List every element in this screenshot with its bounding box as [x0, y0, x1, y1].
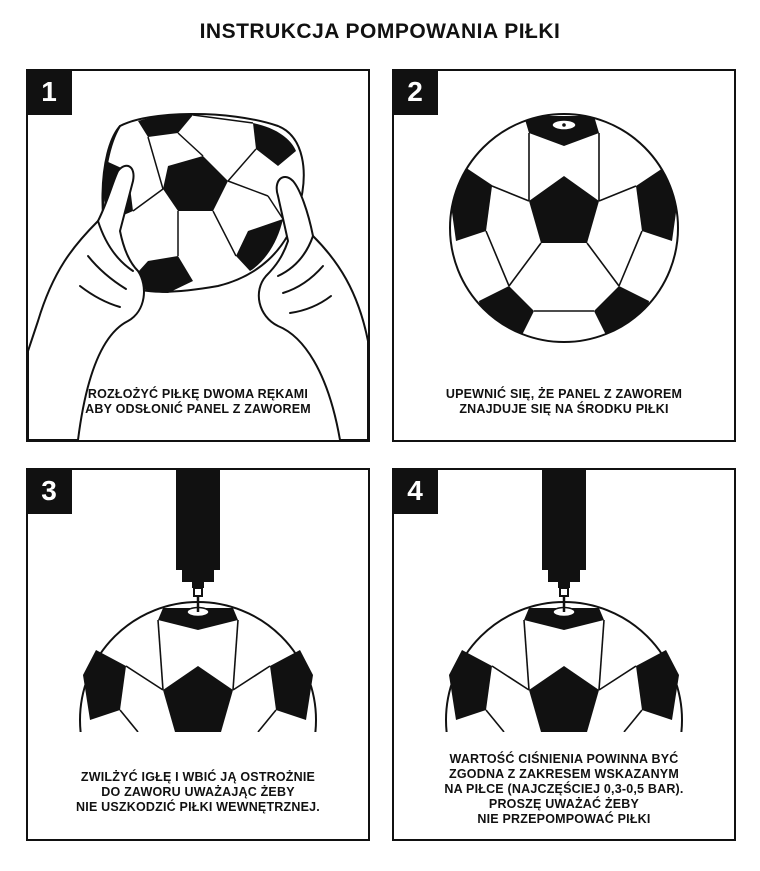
step-3-panel: 3 ZWILŻYĆ IGŁĘ I WBIĆ JĄ OSTROŻNIE DO ZA… — [26, 468, 370, 841]
caption-line: DO ZAWORU UWAŻAJĄC ŻEBY — [101, 785, 295, 799]
pump-inflating-ball-icon — [445, 470, 683, 732]
step-1-caption: ROZŁOŻYĆ PIŁKĘ DWOMA RĘKAMI ABY ODSŁONIĆ… — [28, 387, 368, 417]
hands-holding-ball-icon — [28, 113, 368, 440]
pump-needle-into-ball-icon — [79, 470, 317, 732]
soccer-ball-valve-icon — [449, 113, 679, 343]
caption-line: ZGODNA Z ZAKRESEM WSKAZANYM — [449, 767, 679, 781]
caption-line: NIE PRZEPOMPOWAĆ PIŁKI — [477, 812, 651, 826]
step-number-1: 1 — [28, 71, 72, 115]
caption-line: WARTOŚĆ CIŚNIENIA POWINNA BYĆ — [449, 752, 679, 766]
step-4-panel: 4 WARTOŚĆ CIŚNIENIA POWINNA BYĆ ZGODNA Z… — [392, 468, 736, 841]
step-number-2: 2 — [394, 71, 438, 115]
caption-line: ABY ODSŁONIĆ PANEL Z ZAWOREM — [85, 402, 311, 416]
caption-line: ROZŁOŻYĆ PIŁKĘ DWOMA RĘKAMI — [87, 387, 309, 401]
step-number-4: 4 — [394, 470, 438, 514]
caption-line: UPEWNIĆ SIĘ, ŻE PANEL Z ZAWOREM — [445, 387, 683, 401]
step-3-caption: ZWILŻYĆ IGŁĘ I WBIĆ JĄ OSTROŻNIE DO ZAWO… — [28, 770, 368, 815]
step-2-panel: 2 UPEWNIĆ SIĘ, ŻE PANEL Z ZAWOREM ZNAJDU… — [392, 69, 736, 442]
caption-line: PROSZĘ UWAŻAĆ ŻEBY — [488, 797, 640, 811]
step-number-3: 3 — [28, 470, 72, 514]
caption-line: ZNAJDUJE SIĘ NA ŚRODKU PIŁKI — [459, 402, 669, 416]
caption-line: ZWILŻYĆ IGŁĘ I WBIĆ JĄ OSTROŻNIE — [80, 770, 316, 784]
step-4-caption: WARTOŚĆ CIŚNIENIA POWINNA BYĆ ZGODNA Z Z… — [394, 752, 734, 827]
page-title: INSTRUKCJA POMPOWANIA PIŁKI — [199, 20, 561, 43]
caption-line: NA PIŁCE (NAJCZĘŚCIEJ 0,3-0,5 BAR). — [444, 782, 684, 796]
step-2-caption: UPEWNIĆ SIĘ, ŻE PANEL Z ZAWOREM ZNAJDUJE… — [394, 387, 734, 417]
caption-line: NIE USZKODZIĆ PIŁKI WEWNĘTRZNEJ. — [76, 800, 320, 814]
step-1-panel: 1 ROZŁOŻYĆ PIŁKĘ DWOMA RĘKAMI ABY ODSŁON… — [26, 69, 370, 442]
